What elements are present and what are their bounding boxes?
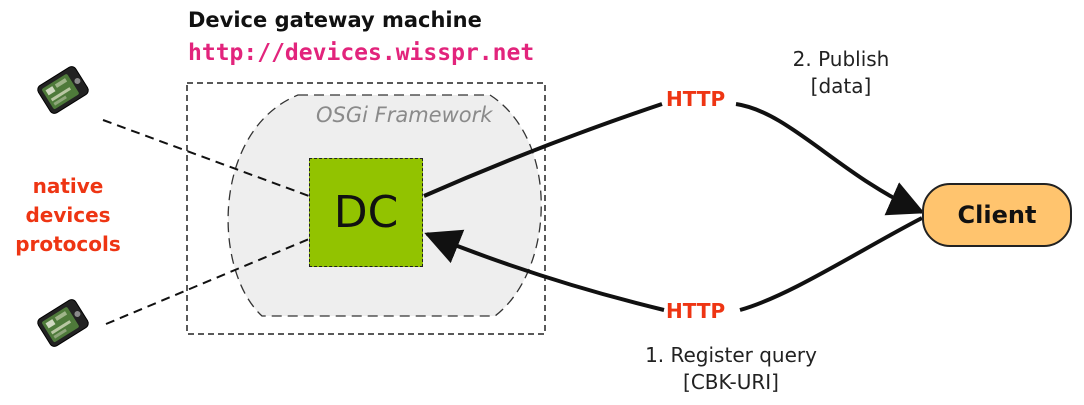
publish-annotation: 2. Publish [data]: [760, 46, 922, 100]
register-annotation: 1. Register query [CBK-URI]: [591, 342, 871, 396]
register-arrow-segment-a: [739, 216, 923, 312]
publish-arrow-segment-b: [735, 102, 925, 216]
http-label-register: HTTP: [666, 299, 726, 323]
client-component: Client: [922, 183, 1072, 247]
client-label: Client: [957, 201, 1037, 229]
sensor-device-icon: [37, 299, 89, 347]
publish-arrow-segment-a: [423, 102, 663, 198]
register-arrow-segment-b: [424, 229, 665, 312]
register-step-label: 1. Register query: [645, 343, 817, 367]
native-protocols-line: native: [32, 174, 104, 198]
http-label-publish: HTTP: [666, 87, 726, 111]
sensor-device-icon: [37, 66, 89, 114]
gateway-title: Device gateway machine: [188, 8, 482, 32]
dc-component: DC: [309, 158, 423, 267]
native-protocols-line: protocols: [15, 232, 121, 256]
native-protocols-line: devices: [25, 203, 111, 227]
gateway-url: http://devices.wisspr.net: [188, 40, 535, 66]
dc-label: DC: [333, 187, 399, 238]
framework-label: OSGi Framework: [316, 103, 493, 127]
publish-step-label: 2. Publish: [792, 47, 890, 71]
publish-payload-label: [data]: [810, 74, 872, 98]
device-link-top: [102, 119, 310, 197]
native-protocols-label: native devices protocols: [0, 172, 136, 259]
register-payload-label: [CBK-URI]: [683, 370, 779, 394]
gateway-boundary: [186, 82, 546, 335]
device-link-bottom: [105, 238, 310, 325]
